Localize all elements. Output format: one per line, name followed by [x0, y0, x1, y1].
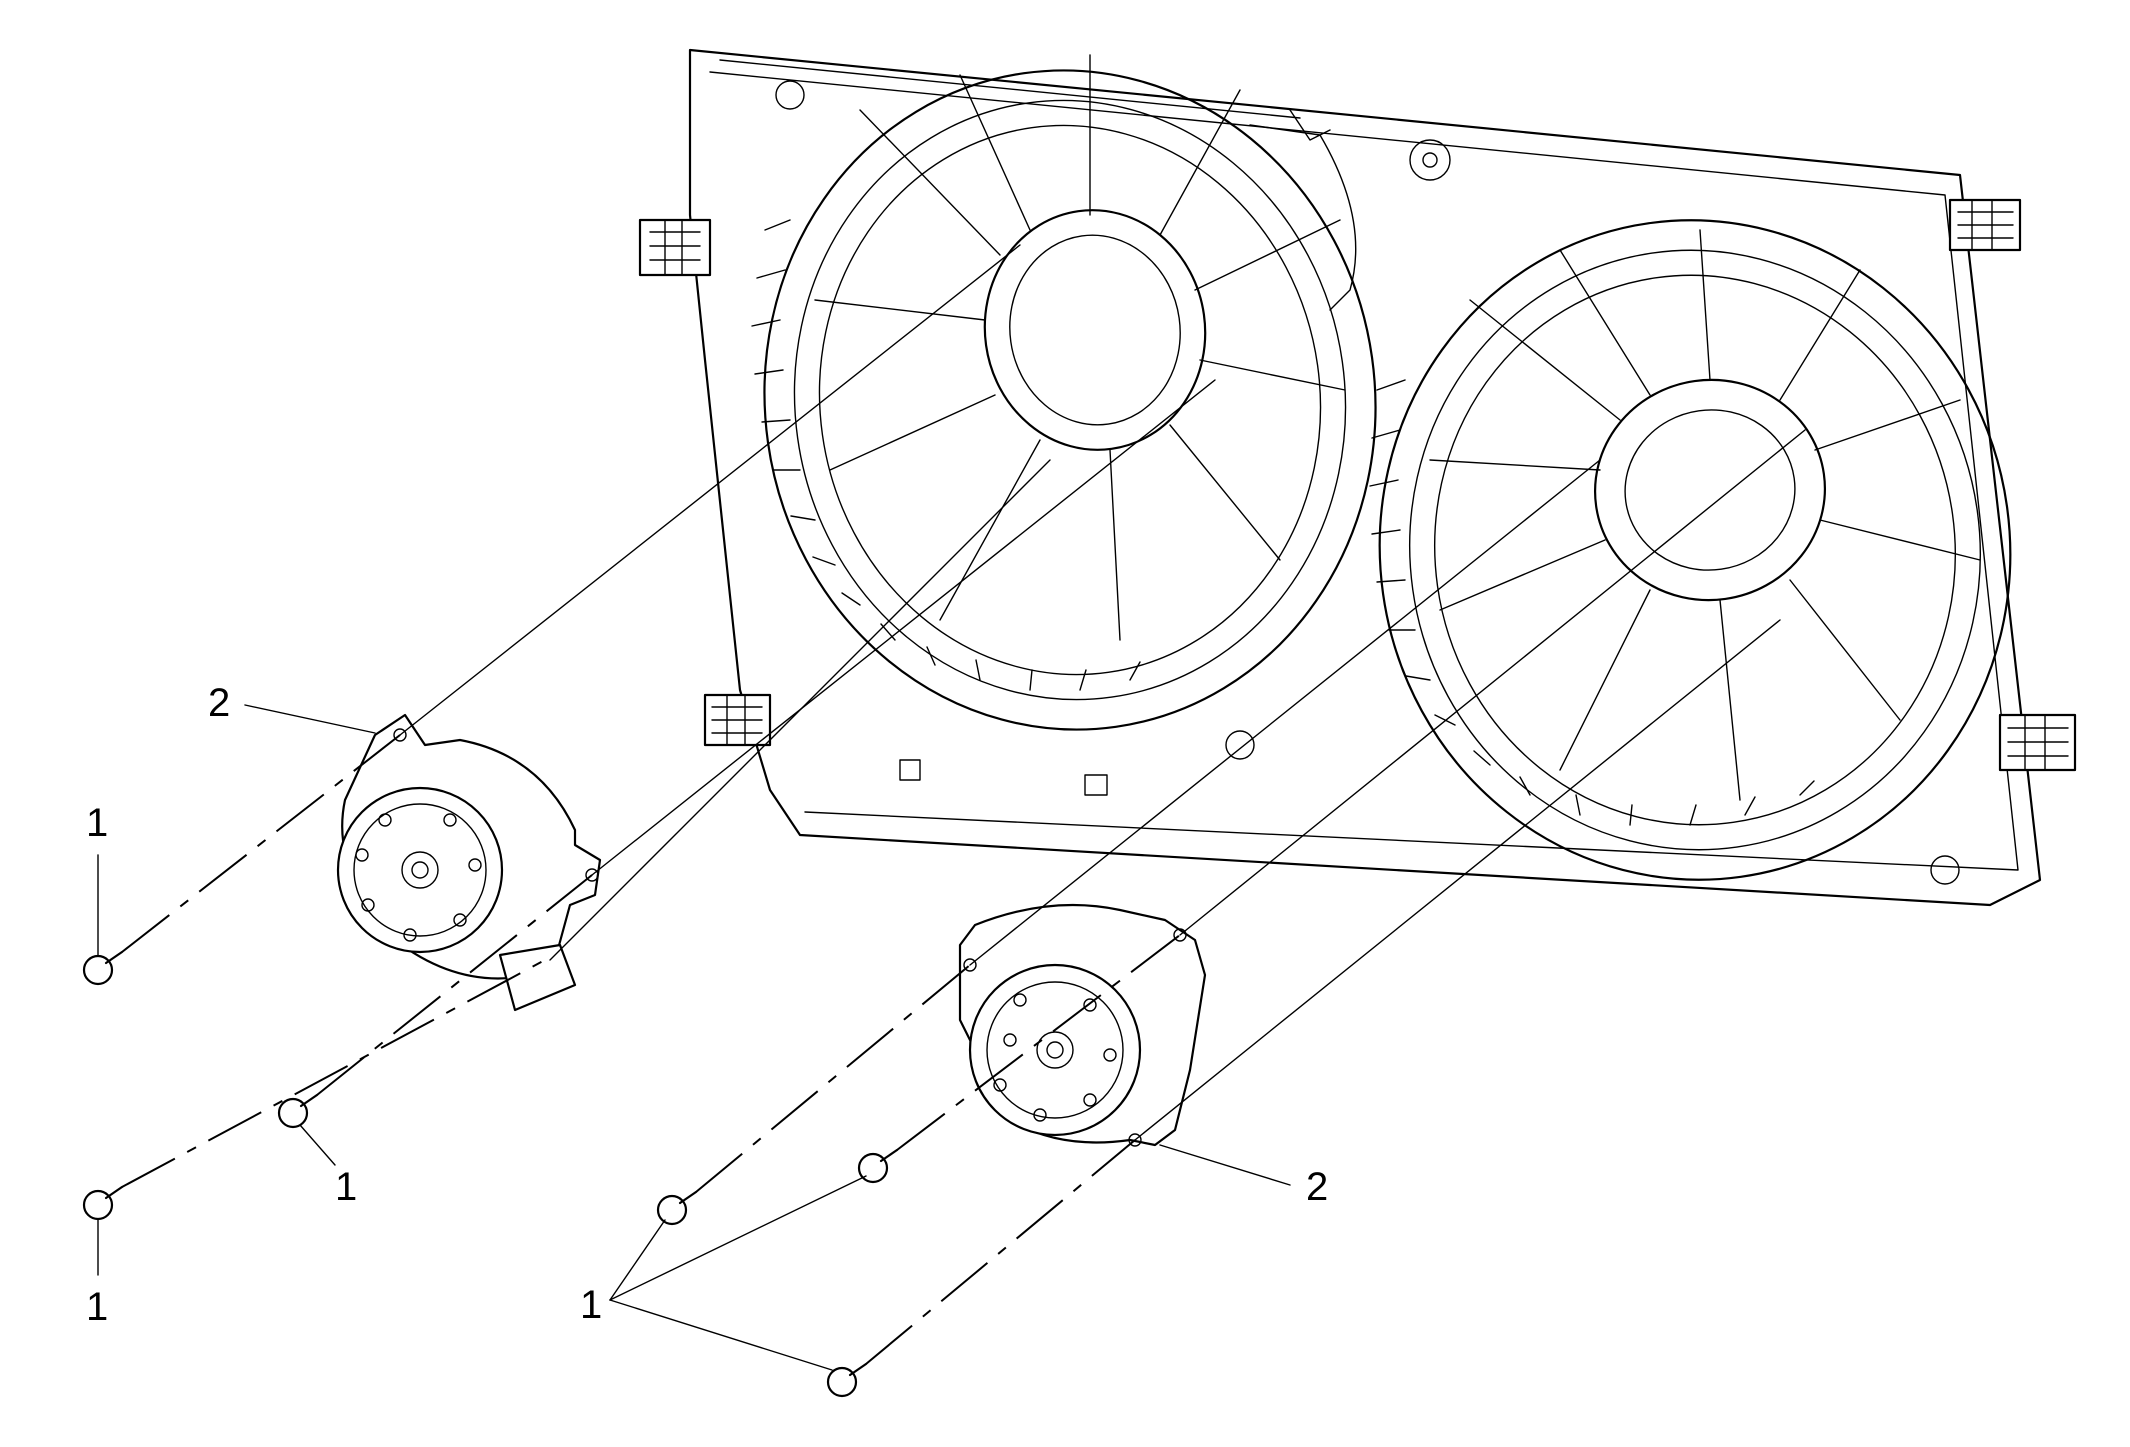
bolt-icon: [82, 950, 124, 986]
callout-bolt-upper-left: 1: [86, 801, 108, 845]
callout-motor-left: 2: [208, 681, 230, 725]
left-fan-shroud-opening: [751, 54, 1377, 731]
bolt-icon: [857, 1148, 899, 1184]
bolts: [82, 950, 899, 1398]
callout-motor-right: 2: [1306, 1165, 1328, 1209]
bolt-icon: [277, 1093, 319, 1129]
left-fan-motor: [336, 713, 602, 1012]
callout-bolt-group-right: 1: [580, 1283, 602, 1327]
bolt-icon: [82, 1185, 124, 1221]
leader-lines: [97, 704, 1291, 1371]
bolt-icon: [826, 1362, 868, 1398]
fan-shroud: [638, 48, 2077, 907]
callout-bolt-left-motor: 1: [335, 1165, 357, 1209]
right-fan-motor: [958, 903, 1207, 1147]
callout-bolt-lower-left: 1: [86, 1285, 108, 1329]
bolt-icon: [656, 1190, 698, 1226]
callout-labels: 1 1 1 1 2 2: [86, 681, 1328, 1329]
connector-upper-left: [638, 218, 712, 277]
alignment-lines: [121, 244, 1806, 1365]
right-fan-shroud-opening: [1369, 219, 2012, 881]
